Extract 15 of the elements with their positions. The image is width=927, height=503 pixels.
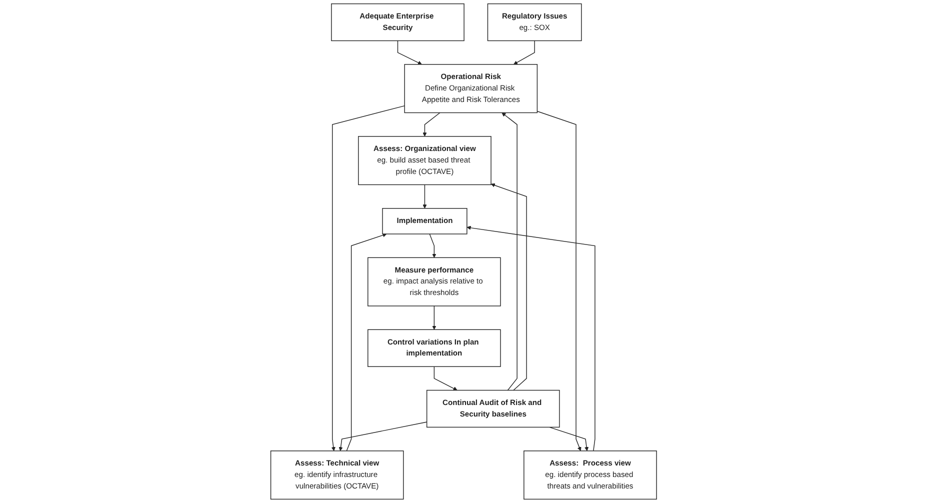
arrow — [548, 426, 588, 452]
arrow — [432, 306, 436, 330]
arrow — [338, 422, 428, 452]
arrow — [434, 366, 458, 390]
arrow — [490, 183, 527, 391]
arrow — [331, 105, 405, 452]
arrow — [466, 226, 596, 452]
arrow — [422, 112, 440, 137]
arrow — [429, 234, 436, 258]
arrow — [397, 40, 422, 65]
arrow — [346, 233, 387, 452]
arrow — [536, 110, 582, 452]
arrow — [513, 40, 535, 65]
arrow — [422, 184, 427, 209]
arrow — [502, 112, 518, 391]
